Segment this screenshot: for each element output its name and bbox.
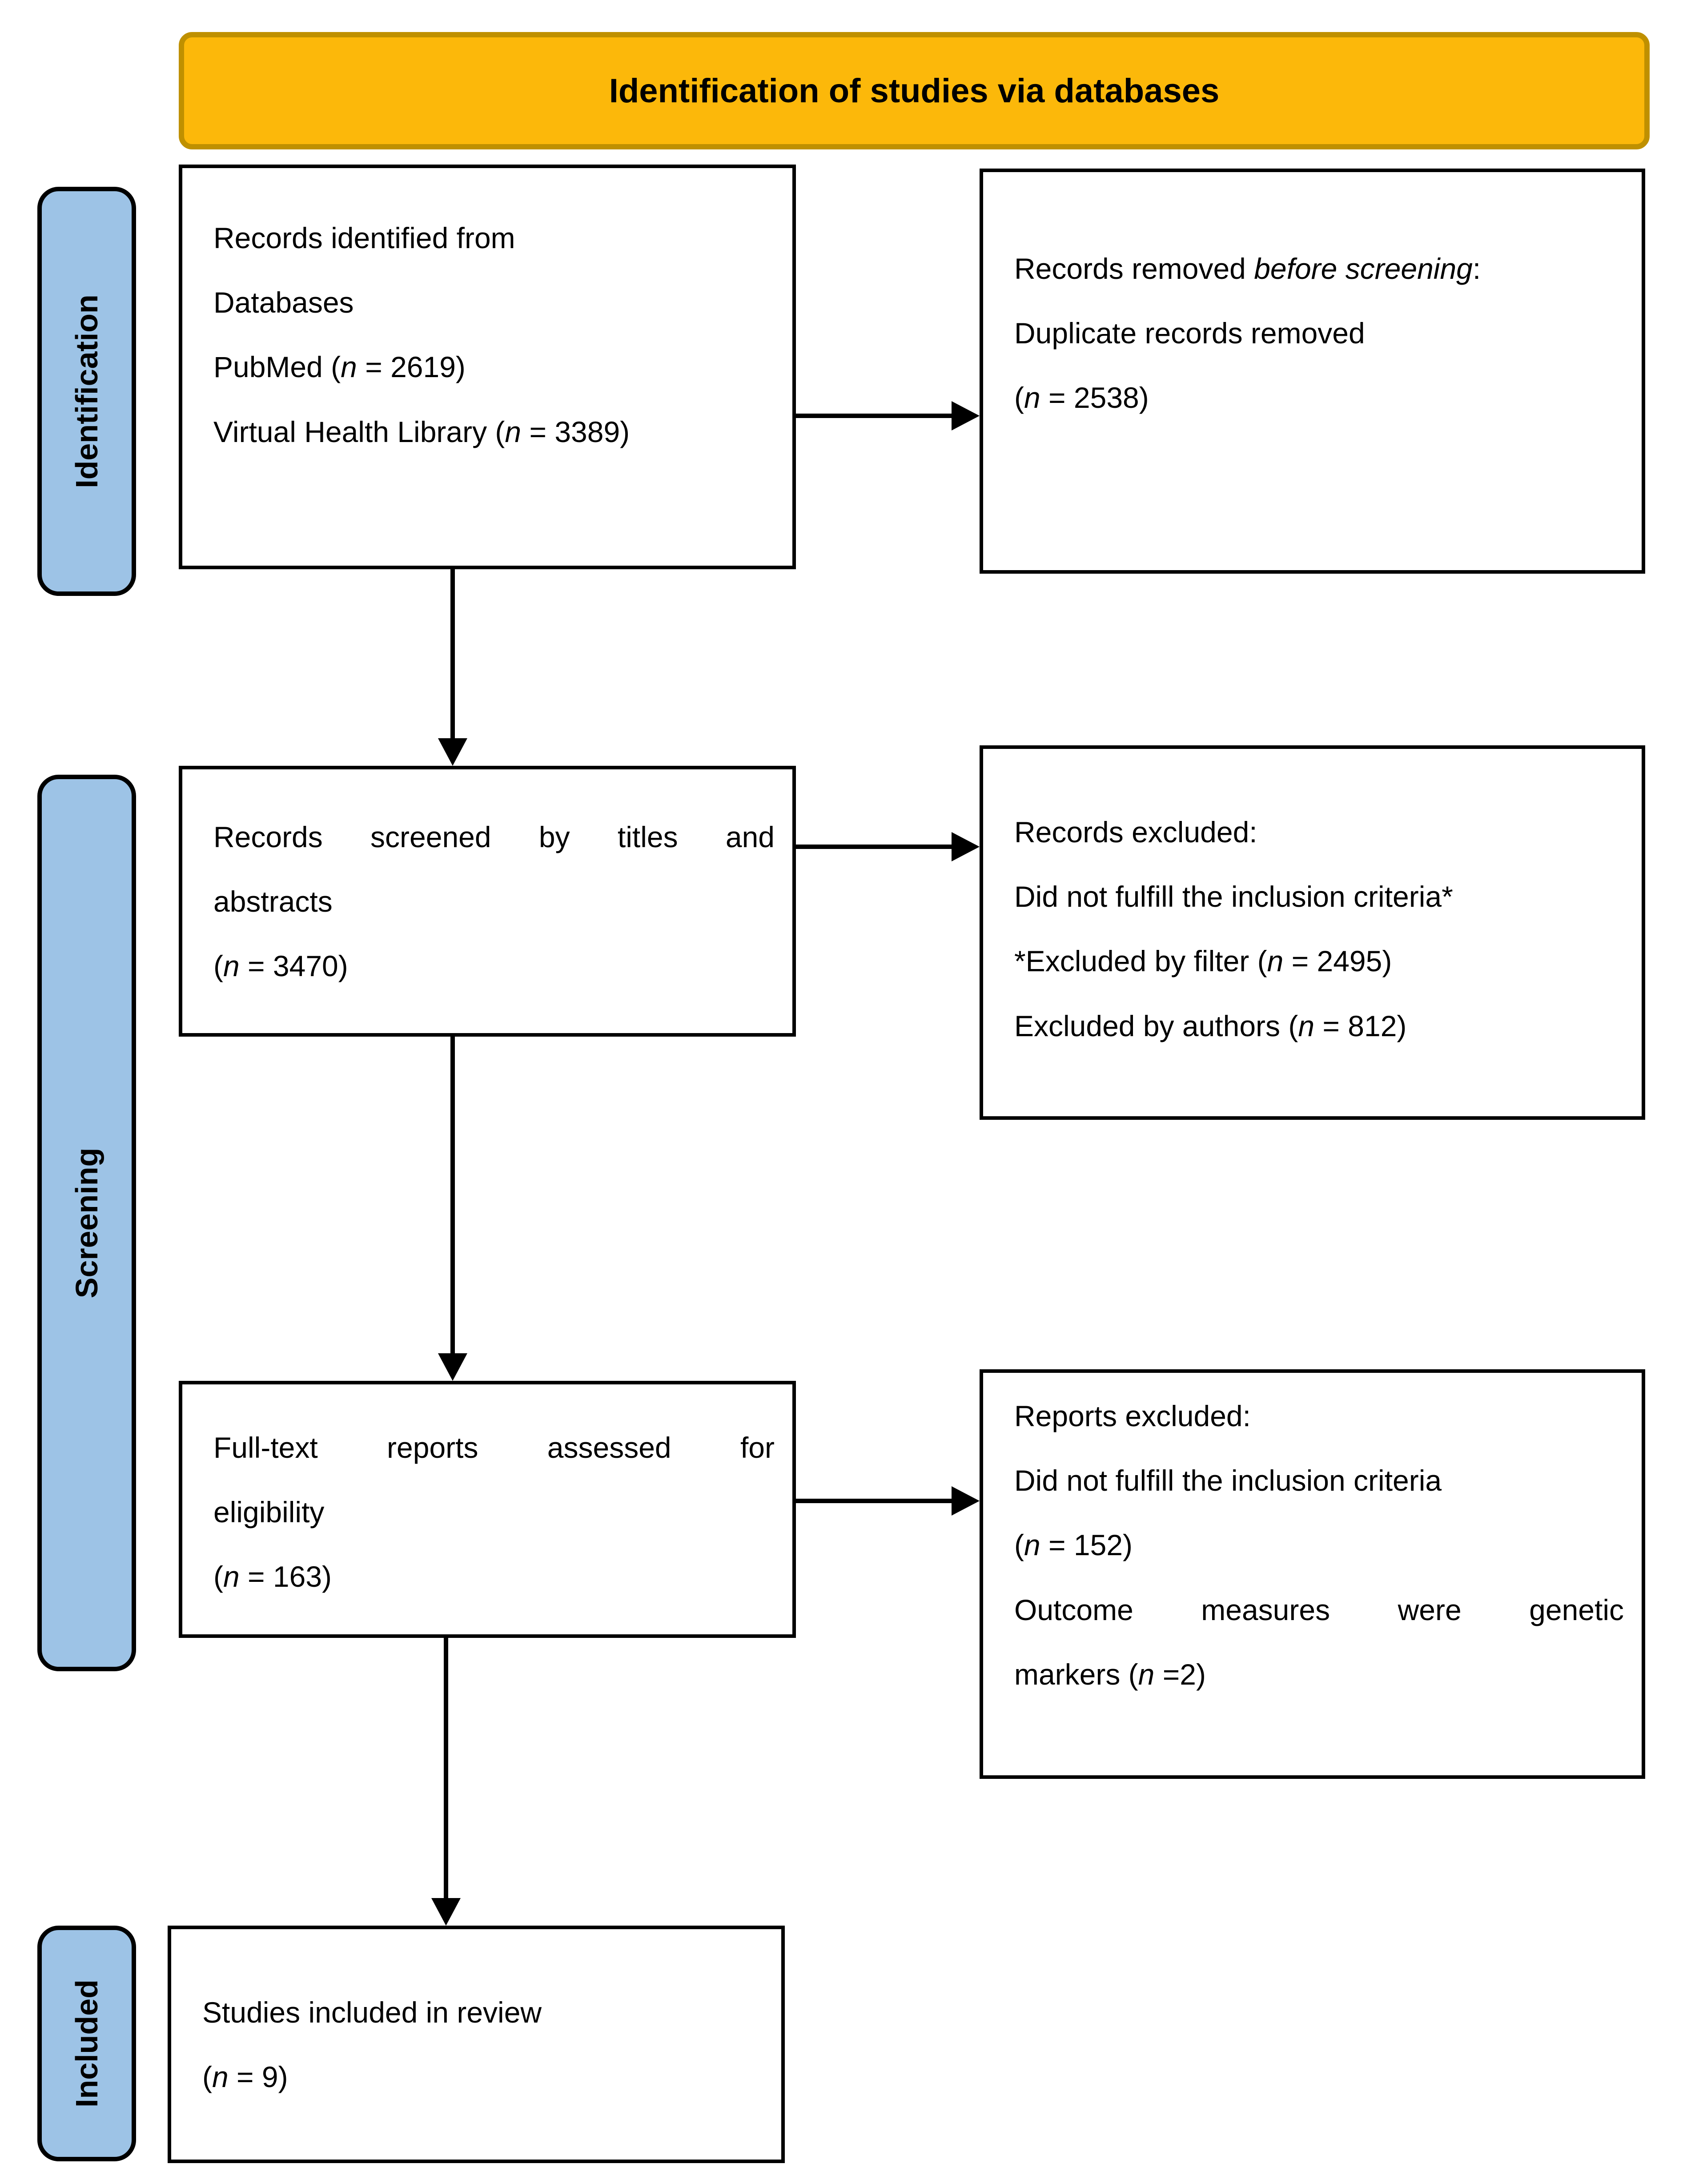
box-fulltext-assessed: Full-text reports assessed for eligibilit… xyxy=(179,1381,796,1638)
text-segment: = 3389) xyxy=(521,415,630,448)
text-segment: ( xyxy=(202,2060,212,2094)
text-line: *Excluded by filter (n = 2495) xyxy=(1014,929,1624,993)
text-segment: = 3470) xyxy=(239,949,348,983)
box-reports-excluded: Reports excluded: Did not fulfill the inc… xyxy=(980,1369,1645,1779)
text-line: Outcome measures were genetic xyxy=(1014,1578,1624,1642)
text-segment: ( xyxy=(213,949,223,983)
text-segment: abstracts xyxy=(213,885,333,918)
text-line: Studies included in review xyxy=(202,1980,763,2045)
text-segment: Studies included in review xyxy=(202,1996,542,2029)
text-segment: ( xyxy=(1014,381,1024,414)
text-line: (n = 2538) xyxy=(1014,366,1624,430)
arrow-head-icon xyxy=(431,1898,461,1926)
text-segment: : xyxy=(1472,252,1481,285)
arrow-head-icon xyxy=(438,1353,467,1381)
arrow-fulltext-to-included xyxy=(431,1638,461,1926)
stage-label-identification-text: Identification xyxy=(69,294,104,488)
italic-text-segment: n xyxy=(212,2060,229,2094)
stage-label-included: Included xyxy=(37,1926,136,2161)
arrow-head-icon xyxy=(952,832,980,861)
text-line: Records excluded: xyxy=(1014,800,1624,865)
arrow-head-icon xyxy=(952,1486,980,1516)
text-segment: = 2495) xyxy=(1283,945,1392,978)
text-segment: ( xyxy=(1014,1528,1024,1562)
text-segment: Reports excluded: xyxy=(1014,1400,1251,1432)
text-segment: Excluded by authors ( xyxy=(1014,1009,1298,1042)
italic-text-segment: n xyxy=(341,350,357,384)
stage-label-included-text: Included xyxy=(69,1979,104,2108)
italic-text-segment: n xyxy=(1024,1528,1040,1562)
banner-identification-via-databases: Identification of studies via databases xyxy=(179,32,1650,149)
text-segment: eligibility xyxy=(213,1496,325,1529)
text-line: Duplicate records removed xyxy=(1014,301,1624,366)
arrow-screened-to-excluded xyxy=(796,832,980,861)
text-line: Did not fulfill the inclusion criteria* xyxy=(1014,865,1624,929)
text-line: Excluded by authors (n = 812) xyxy=(1014,994,1624,1058)
arrow-head-icon xyxy=(438,738,467,766)
text-segment: = 812) xyxy=(1314,1009,1407,1042)
text-segment: Records removed xyxy=(1014,252,1254,285)
text-line: eligibility xyxy=(213,1480,775,1544)
box-records-excluded: Records excluded: Did not fulfill the inc… xyxy=(980,745,1645,1120)
text-segment: ( xyxy=(213,1560,223,1593)
text-segment: Databases xyxy=(213,286,354,319)
text-line: (n = 163) xyxy=(213,1544,775,1609)
italic-text-segment: n xyxy=(505,415,522,448)
text-segment: PubMed ( xyxy=(213,350,341,384)
arrow-identified-to-removed xyxy=(796,401,980,430)
text-line: Reports excluded: xyxy=(1014,1384,1624,1448)
text-line: markers (n =2) xyxy=(1014,1642,1624,1707)
text-segment: =2) xyxy=(1154,1657,1206,1691)
text-segment: = 152) xyxy=(1040,1528,1133,1562)
text-line: Records screened by titles and xyxy=(213,805,775,869)
text-segment: = 9) xyxy=(228,2060,288,2094)
text-segment: = 163) xyxy=(239,1560,332,1593)
stage-label-screening: Screening xyxy=(37,775,136,1671)
italic-text-segment: n xyxy=(1267,945,1284,978)
text-segment: = 2538) xyxy=(1040,381,1149,414)
banner-title: Identification of studies via databases xyxy=(609,72,1220,110)
text-line: (n = 152) xyxy=(1014,1513,1624,1577)
text-segment: Records identified from xyxy=(213,221,515,254)
text-segment: Records excluded: xyxy=(1014,816,1257,849)
arrow-head-icon xyxy=(952,401,980,430)
text-line: (n = 9) xyxy=(202,2045,763,2109)
text-line: Full-text reports assessed for xyxy=(213,1416,775,1480)
text-segment: Did not fulfill the inclusion criteria* xyxy=(1014,880,1453,913)
text-segment: *Excluded by filter ( xyxy=(1014,945,1267,978)
italic-text-segment: n xyxy=(1298,1009,1315,1042)
arrow-screened-to-fulltext xyxy=(438,1037,467,1381)
text-segment: = 2619) xyxy=(357,350,466,384)
text-line: Virtual Health Library (n = 3389) xyxy=(213,400,775,464)
text-segment: Records screened by titles and xyxy=(213,821,775,853)
text-line: (n = 3470) xyxy=(213,934,775,998)
text-segment: Outcome measures were genetic xyxy=(1014,1593,1624,1626)
italic-text-segment: n xyxy=(1024,381,1040,414)
stage-label-screening-text: Screening xyxy=(69,1147,104,1299)
arrow-identified-to-screened xyxy=(438,569,467,766)
text-segment: Did not fulfill the inclusion criteria xyxy=(1014,1464,1442,1497)
italic-text-segment: n xyxy=(223,949,240,983)
text-line: abstracts xyxy=(213,869,775,934)
text-segment: Full-text reports assessed for xyxy=(213,1431,775,1464)
italic-text-segment: n xyxy=(223,1560,240,1593)
italic-text-segment: before screening xyxy=(1254,252,1473,285)
text-line: Records identified from xyxy=(213,206,775,270)
arrow-fulltext-to-reports-excluded xyxy=(796,1486,980,1516)
box-records-removed-before-screening: Records removed before screening: Duplica… xyxy=(980,169,1645,574)
text-line: PubMed (n = 2619) xyxy=(213,335,775,399)
text-segment: markers ( xyxy=(1014,1657,1138,1691)
italic-text-segment: n xyxy=(1138,1657,1155,1691)
text-segment: Virtual Health Library ( xyxy=(213,415,505,448)
text-segment: Duplicate records removed xyxy=(1014,317,1365,350)
stage-label-identification: Identification xyxy=(37,187,136,596)
text-line: Did not fulfill the inclusion criteria xyxy=(1014,1448,1624,1513)
box-studies-included: Studies included in review (n = 9) xyxy=(168,1926,785,2163)
box-records-screened: Records screened by titles and abstracts (… xyxy=(179,766,796,1037)
text-line: Records removed before screening: xyxy=(1014,237,1624,301)
text-line: Databases xyxy=(213,270,775,335)
